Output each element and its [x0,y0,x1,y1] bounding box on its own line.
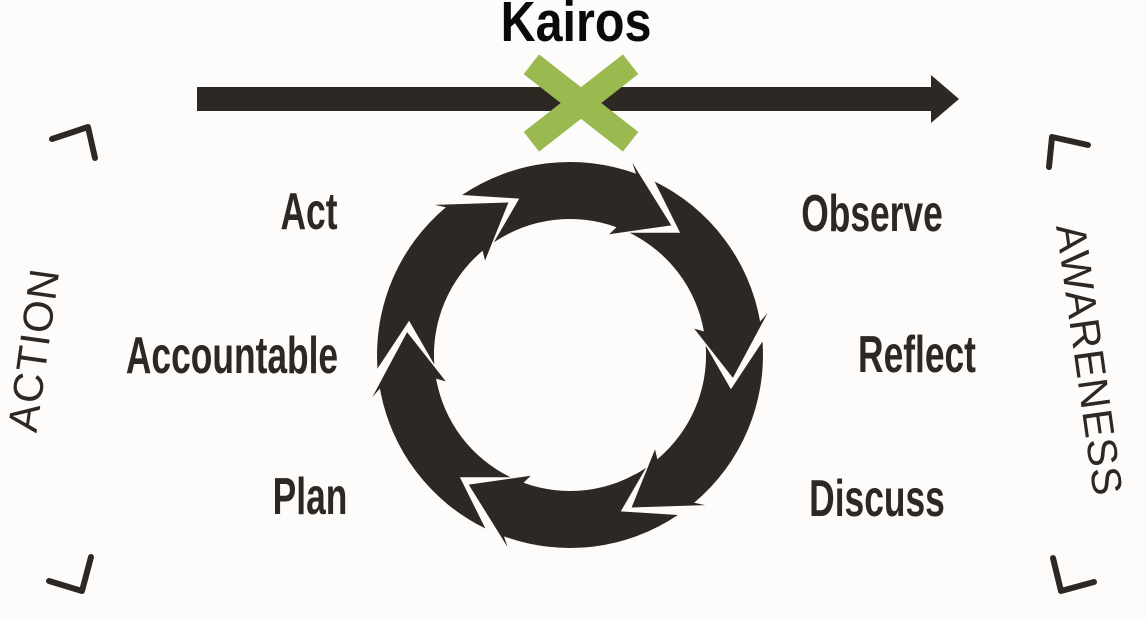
corner-mark-bottom-right [1050,555,1097,594]
corner-mark-top-left [49,124,98,161]
cycle-arrow-segment [372,332,511,529]
cycle-arrow-segment [377,202,509,369]
timeline-arrowhead-icon [931,75,959,123]
cycle-arrow-segment [629,181,768,378]
cycle-arrows [372,161,768,549]
cycle-arrow-segment [462,161,672,243]
cycle-label-reflect: Reflect [858,326,976,384]
page-title: Kairos [500,0,652,54]
cycle-label-act: Act [280,183,338,241]
cycle-arrow-segment [468,467,678,549]
cycle-label-accountable: Accountable [125,327,339,385]
cycle-arrow-segment [631,341,763,508]
cycle-label-plan: Plan [272,468,348,526]
axis-label-awareness: AWARENESS [1047,220,1132,500]
cycle-label-discuss: Discuss [809,470,945,528]
cycle-label-observe: Observe [801,185,943,243]
axis-label-action: ACTION [0,265,69,435]
corner-mark-top-right [1046,134,1091,170]
corner-mark-bottom-left [46,554,94,594]
